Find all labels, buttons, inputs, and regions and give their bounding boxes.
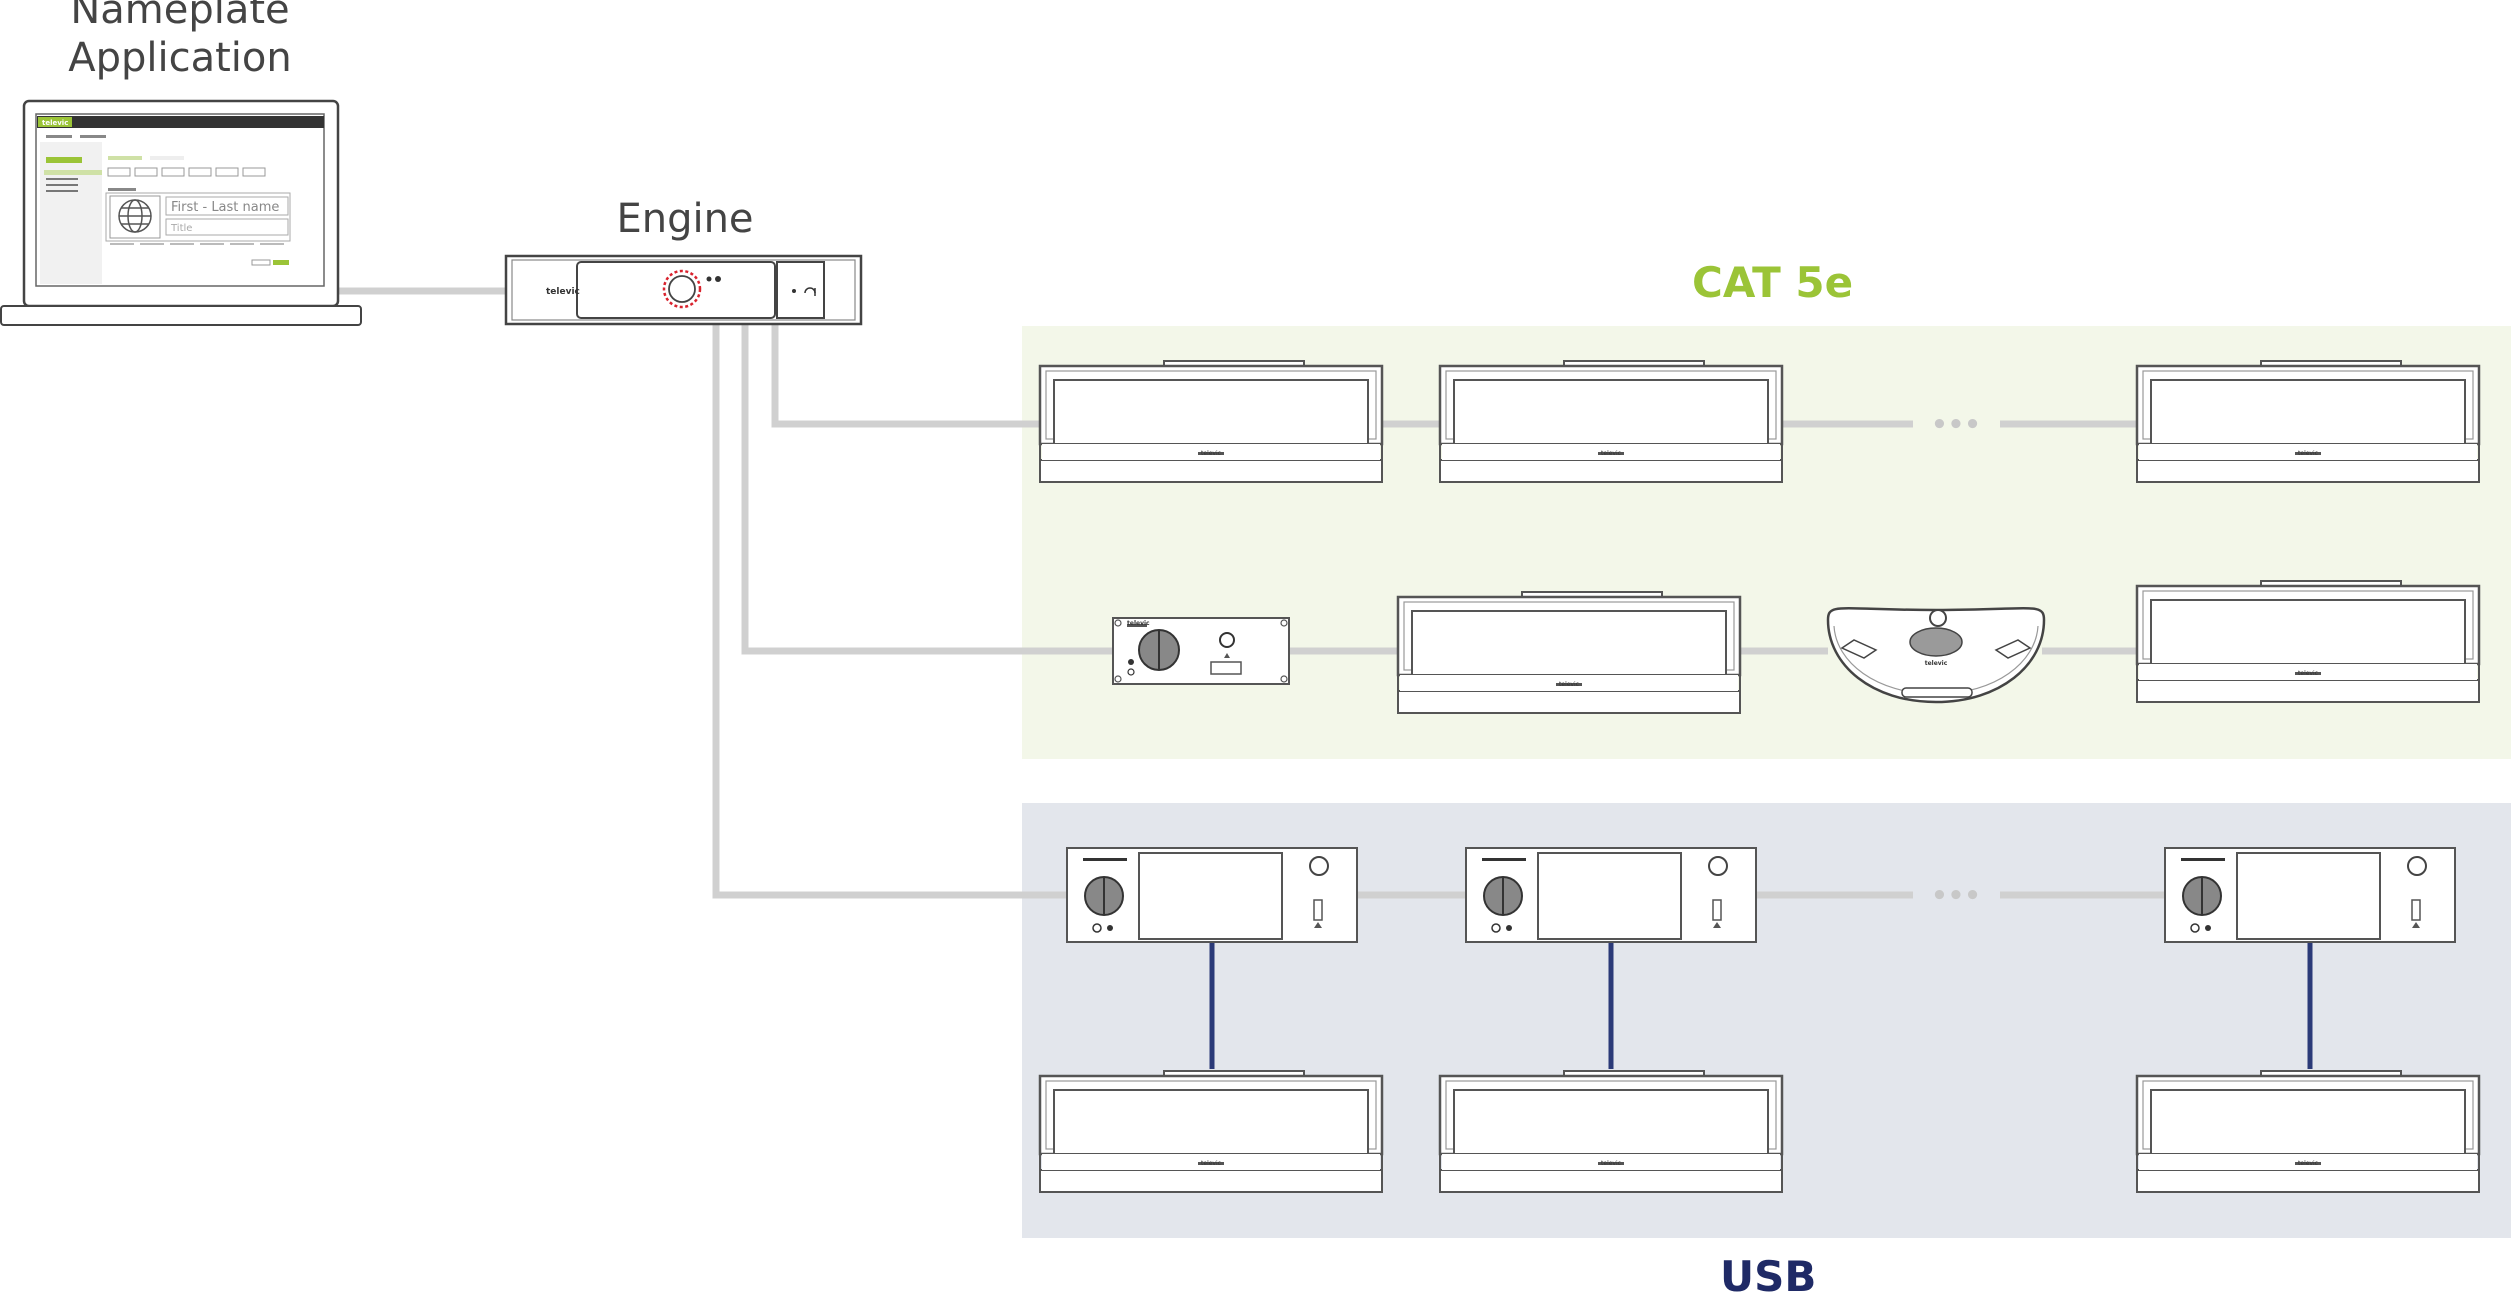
svg-text:televic: televic <box>1601 1160 1621 1167</box>
nameplate-usb-1: televic <box>1038 1069 1384 1194</box>
globe-icon <box>118 199 152 233</box>
svg-text:televic: televic <box>1925 660 1948 667</box>
engine-brand: televic <box>546 287 580 297</box>
laptop-brand: televic <box>42 119 68 127</box>
engine-device: televic <box>504 254 863 326</box>
laptop-title-field: Title <box>170 223 192 234</box>
svg-text:televic: televic <box>2298 1160 2318 1167</box>
cables <box>338 287 2165 899</box>
nameplate-usb-2: televic <box>1438 1069 1784 1194</box>
nameplate-cat-row1-n: televic <box>2135 359 2481 484</box>
nameplate-cat-row2-n: televic <box>2135 579 2481 704</box>
engine-cat-row1-cable <box>771 325 1040 428</box>
engine-label: Engine <box>616 196 754 242</box>
engine-cat-row2-cable <box>741 325 1113 655</box>
svg-text:televic: televic <box>2298 670 2318 677</box>
usb-cables <box>1209 942 2313 1069</box>
engine-usb-row-cable <box>712 325 1068 899</box>
usb-delegate-unit-1 <box>1066 847 1358 943</box>
laptop-icon: televic First - Last name Title <box>0 99 362 326</box>
laptop-name-field: First - Last name <box>171 200 279 215</box>
cat5e-label: CAT 5e <box>1692 258 1854 307</box>
usb-delegate-unit-2 <box>1465 847 1757 943</box>
svg-text:televic: televic <box>1559 681 1579 688</box>
nameplate-usb-n: televic <box>2135 1069 2481 1194</box>
usb-delegate-unit-n <box>2164 847 2456 943</box>
nameplate-cat-row1-2: televic <box>1438 359 1784 484</box>
svg-text:televic: televic <box>1201 450 1221 457</box>
nameplate-cat-row2-1: televic <box>1396 590 1742 715</box>
svg-text:televic: televic <box>1601 450 1621 457</box>
ellipsis-row1: ••• <box>1931 410 1981 440</box>
application-label-line1: Nameplate <box>70 0 290 33</box>
conference-microphone-unit: televic <box>1826 607 2046 704</box>
nameplate-cat-row1-1: televic <box>1038 359 1384 484</box>
application-label-line2: Application <box>68 35 292 81</box>
ellipsis-usb: ••• <box>1931 881 1981 911</box>
usb-label: USB <box>1720 1252 1817 1301</box>
interpreter-box-unit: televic <box>1112 617 1290 685</box>
svg-text:televic: televic <box>2298 450 2318 457</box>
nameplate-application-label: Nameplate Application <box>30 0 330 82</box>
svg-text:televic: televic <box>1127 620 1150 627</box>
svg-text:televic: televic <box>1201 1160 1221 1167</box>
